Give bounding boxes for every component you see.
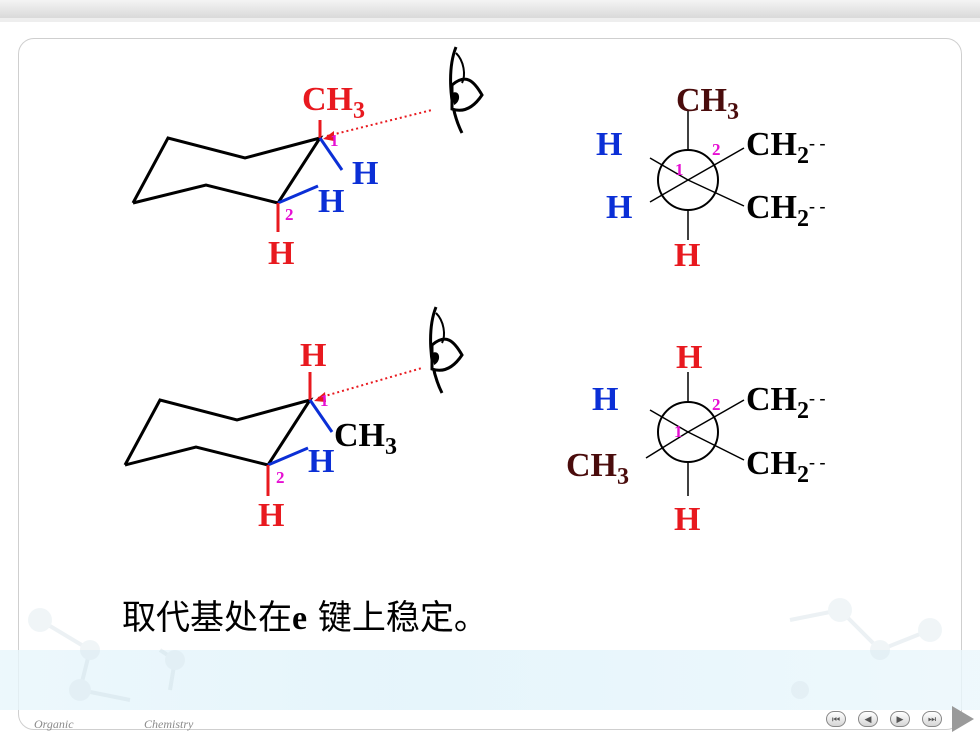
top-newman-ch2-upper-dash: - - [809, 133, 826, 153]
svg-text:CH2- -: CH2- - [746, 189, 826, 232]
footer-organic: Organic [34, 717, 74, 731]
bottom-newman-ch2-upper: CH [746, 381, 797, 418]
top-newman-top-sub: 3 [727, 99, 739, 125]
svg-text:CH3: CH3 [302, 81, 365, 124]
top-view-dotted-line [326, 109, 433, 137]
top-c1-eq-bond [318, 137, 344, 171]
top-newman-ch2-lower: CH [746, 189, 797, 226]
bottom-c2-eq-bond [267, 446, 309, 467]
bottom-newman-ch2-upper-dash: - - [809, 388, 826, 408]
svg-text:CH2- -: CH2- - [746, 126, 826, 169]
top-newman-ch2-upper: CH [746, 126, 797, 163]
top-c2-eq-h: H [318, 183, 344, 220]
top-c1-eq-h: H [352, 155, 378, 192]
bottom-carbon-1-label: 1 [320, 391, 329, 410]
svg-text:CH2- -: CH2- - [746, 381, 826, 424]
bottom-newman-ch2-lower-dash: - - [809, 452, 826, 472]
bottom-newman-num1: 1 [674, 422, 683, 441]
decorative-molecule-band [0, 650, 980, 710]
bottom-chair-cyclohexane: H CH3 H H 1 2 [123, 337, 423, 534]
top-newman-ch2-lower-sub: 2 [797, 206, 809, 232]
caption-e: e [292, 600, 308, 637]
bottom-carbon-2-label: 2 [276, 468, 285, 487]
bottom-newman-ch2-lower: CH [746, 445, 797, 482]
svg-text:CH2- -: CH2- - [746, 445, 826, 488]
top-newman-bottom-h: H [674, 237, 700, 274]
top-newman-top-ch: CH [676, 82, 727, 119]
bottom-ch3-subscript: 3 [385, 434, 397, 460]
bottom-newman-ch2-lower-sub: 2 [797, 462, 809, 488]
top-newman-num2: 2 [712, 140, 721, 159]
top-newman-projection: CH3 H H H CH2- - CH2- - 1 2 [596, 82, 826, 274]
top-newman-num1: 1 [675, 160, 684, 179]
top-newman-front-left-h: H [596, 126, 622, 163]
top-ch3-label: CH [302, 81, 353, 118]
caption-after: 键上稳定。 [307, 598, 488, 638]
top-carbon-2-label: 2 [285, 205, 294, 224]
top-newman-back-left-h: H [606, 189, 632, 226]
top-newman-ch2-lower-dash: - - [809, 196, 826, 216]
slide-frame [18, 38, 962, 730]
caption-before: 取代基处在 [122, 598, 292, 638]
next-slide-arrow-icon[interactable] [952, 706, 974, 732]
top-c2-ax-h: H [268, 235, 294, 272]
top-c2-eq-bond [277, 184, 319, 205]
bottom-newman-ch2-upper-sub: 2 [797, 398, 809, 424]
bottom-eye-icon [429, 306, 464, 394]
bottom-newman-top-h: H [676, 339, 702, 376]
nav-last-button[interactable]: ⏭ [922, 711, 942, 727]
bottom-newman-front-left-h: H [592, 381, 618, 418]
top-chair-cyclohexane: CH3 H H H 1 2 [131, 81, 433, 272]
top-eye-icon [449, 46, 484, 134]
bottom-newman-ch3: CH [566, 447, 617, 484]
top-newman-ch2-upper-sub: 2 [797, 143, 809, 169]
svg-text:CH3: CH3 [676, 82, 739, 125]
nav-first-button[interactable]: ⏮ [826, 711, 846, 727]
bottom-c2-ax-h: H [258, 497, 284, 534]
bottom-c1-ax-h: H [300, 337, 326, 374]
background-molecule-decoration [28, 598, 942, 702]
top-title-bar-shadow [0, 18, 980, 22]
bottom-newman-num2: 2 [712, 395, 721, 414]
footer-chemistry: Chemistry [144, 717, 194, 731]
conclusion-caption: 取代基处在e 键上稳定。 [122, 590, 488, 639]
top-ch3-subscript: 3 [353, 98, 365, 124]
bottom-newman-ch3-sub: 3 [617, 464, 629, 490]
bottom-ch3-label: CH [334, 417, 385, 454]
top-carbon-1-label: 1 [330, 131, 339, 150]
bottom-c1-eq-bond [308, 399, 334, 433]
nav-prev-button[interactable]: ◀ [858, 711, 878, 727]
bottom-newman-projection: H H CH3 H CH2- - CH2- - 1 2 [566, 339, 826, 538]
svg-text:CH3: CH3 [566, 447, 629, 490]
svg-text:CH3: CH3 [334, 417, 397, 460]
nav-next-button[interactable]: ▶ [890, 711, 910, 727]
bottom-newman-bottom-h: H [674, 501, 700, 538]
bottom-c2-eq-h: H [308, 443, 334, 480]
bottom-view-dotted-line [317, 367, 423, 399]
